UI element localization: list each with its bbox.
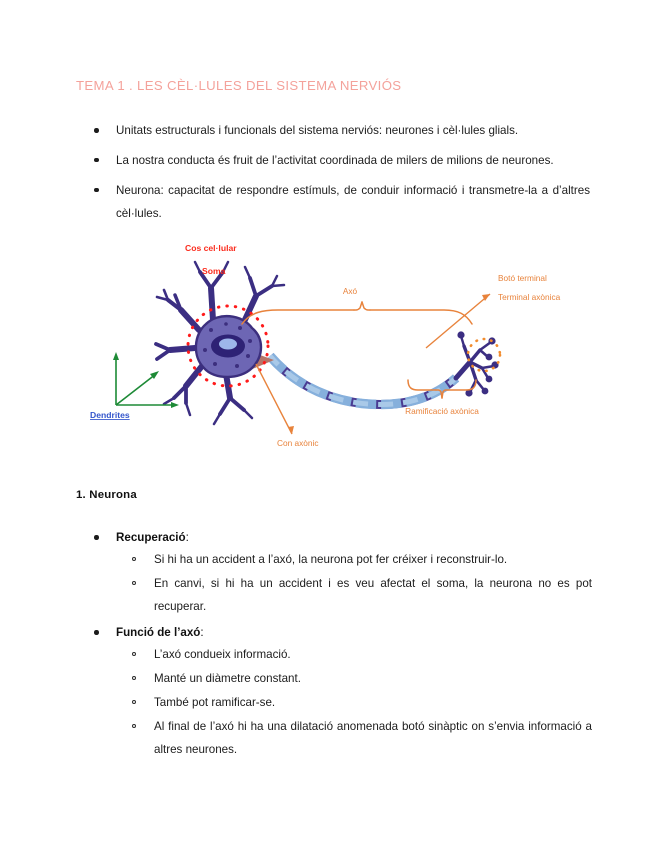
sublist: L’axó condueix informació. Manté un diàm… <box>92 644 592 762</box>
bullet-ring-icon <box>132 581 136 586</box>
bullet-ring-icon <box>132 652 136 657</box>
terminal-buttons <box>457 331 499 397</box>
list-item: Manté un diàmetre constant. <box>92 668 592 691</box>
label-cell-body: Cos cel·lular <box>185 243 237 253</box>
axon-myelin-sheath <box>266 352 460 410</box>
list-item: També pot ramificar-se. <box>92 692 592 715</box>
bullet-dot-icon <box>94 535 99 540</box>
list-item-text: La nostra conducta és fruit de l’activit… <box>116 153 554 167</box>
bullet-ring-icon <box>132 700 136 705</box>
axon-bracket <box>241 301 473 325</box>
label-axon: Axó <box>343 286 358 296</box>
page-title: TEMA 1 . LES CÈL·LULES DEL SISTEMA NERVI… <box>76 78 402 93</box>
list-item: Unitats estructurals i funcionals del si… <box>92 120 590 143</box>
list-item-text: En canvi, si hi ha un accident i es veu … <box>154 577 592 614</box>
bullet-dot-icon <box>94 187 99 193</box>
sublist: Si hi ha un accident a l’axó, la neurona… <box>92 549 592 619</box>
list-item: Al final de l’axó hi ha una dilatació an… <box>92 716 592 762</box>
terminal-highlight-circle <box>466 337 502 373</box>
list-item-text: L’axó condueix informació. <box>154 648 291 662</box>
list-item: Funció de l’axó: <box>92 621 592 644</box>
axon-branching-brace <box>407 379 477 399</box>
list-item-text: També pot ramificar-se. <box>154 696 276 710</box>
list-item: Si hi ha un accident a l’axó, la neurona… <box>92 549 592 572</box>
axon-hillock-leader-line <box>255 363 294 435</box>
intro-bullet-list: Unitats estructurals i funcionals del si… <box>92 120 590 226</box>
group-title-suffix: : <box>185 531 189 544</box>
dendrite-arrows <box>113 352 179 408</box>
list-item: Neurona: capacitat de respondre estímuls… <box>92 180 590 226</box>
label-axon-branching: Ramificació axònica <box>405 406 479 416</box>
bullet-dot-icon <box>94 630 99 635</box>
bullet-ring-icon <box>132 676 136 681</box>
group-title: Funció de l’axó <box>116 626 201 640</box>
list-item-text: Al final de l’axó hi ha una dilatació an… <box>154 720 592 757</box>
list-item-text: Manté un diàmetre constant. <box>154 672 301 686</box>
label-dendrites: Dendrites <box>90 410 130 420</box>
group-title-suffix: : <box>200 626 204 640</box>
list-item-text: Unitats estructurals i funcionals del si… <box>116 124 519 137</box>
label-terminal-button: Botó terminal <box>498 273 547 283</box>
section-heading: 1. Neurona <box>76 489 137 501</box>
list-item-text: Neurona: capacitat de respondre estímuls… <box>116 183 590 220</box>
label-axon-hillock: Con axònic <box>277 438 319 448</box>
list-item: La nostra conducta és fruit de l’activit… <box>92 150 590 173</box>
bullet-dot-icon <box>94 128 99 133</box>
list-item: Recuperació: <box>92 526 592 549</box>
bullet-dot-icon <box>94 157 99 163</box>
group-title: Recuperació <box>116 531 186 544</box>
soma-highlight-circle <box>186 304 270 388</box>
label-soma: Soma <box>202 266 226 276</box>
soma-cell-body <box>154 260 286 426</box>
cytoplasm-granules <box>203 322 252 368</box>
neuron-diagram: Cos cel·lular Soma Axó Botó terminal Ter… <box>78 238 598 453</box>
terminal-leader-line <box>425 293 491 349</box>
label-axon-terminal: Terminal axònica <box>498 292 561 302</box>
list-item: En canvi, si hi ha un accident i es veu … <box>92 573 592 619</box>
list-item: L’axó condueix informació. <box>92 644 592 667</box>
list-item-text: Si hi ha un accident a l’axó, la neurona… <box>154 553 508 567</box>
bullet-ring-icon <box>132 557 136 562</box>
section-notes: Recuperació: Si hi ha un accident a l’ax… <box>92 524 592 763</box>
nucleolus-shape <box>219 338 237 350</box>
bullet-ring-icon <box>132 724 136 729</box>
